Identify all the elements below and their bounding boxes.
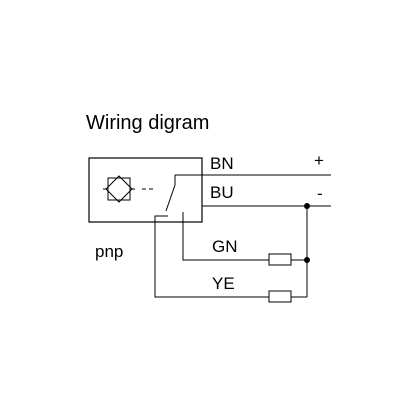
plus-polarity: + (314, 151, 324, 170)
gn-load-resistor (268, 253, 292, 266)
ye-load-resistor (268, 290, 292, 303)
pnp-switch-icon (159, 175, 184, 217)
bn-label: BN (210, 154, 234, 173)
sensor-box (88, 157, 203, 223)
gn-label: GN (212, 237, 238, 256)
gn-wire (182, 216, 307, 261)
diagram-title: Wiring digram (86, 112, 209, 134)
ye-wire (154, 215, 307, 298)
proximity-sensor-icon (103, 175, 153, 203)
junction-dot-bu (304, 203, 310, 209)
minus-polarity: - (317, 184, 323, 203)
bu-label: BU (210, 183, 234, 202)
ye-label: YE (212, 274, 235, 293)
sensor-type-label: pnp (95, 242, 123, 261)
